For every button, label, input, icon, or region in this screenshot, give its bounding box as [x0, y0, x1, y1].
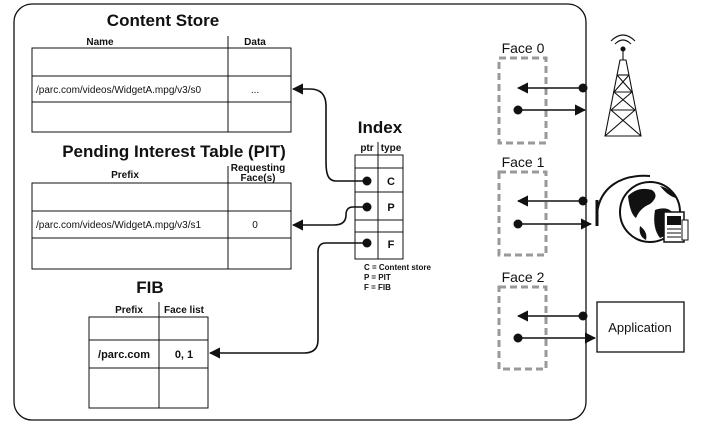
fib-table: FIB Prefix Face list /parc.com 0, 1 — [88, 278, 209, 409]
fib-col-faces: Face list — [164, 305, 205, 316]
pit-title: Pending Interest Table (PIT) — [62, 142, 286, 161]
content-store-col-name: Name — [86, 37, 114, 48]
face-0-label: Face 0 — [502, 40, 545, 56]
ptr-arrow-to-pit — [291, 206, 367, 231]
index-type-f: F — [388, 239, 395, 251]
ptr-arrow-to-fib — [208, 242, 367, 359]
index-legend-c: C = Content store — [364, 263, 431, 272]
content-store-title: Content Store — [107, 11, 219, 30]
index-legend-p: P = PIT — [364, 273, 391, 282]
application-label: Application — [608, 320, 672, 335]
pit-row-prefix: /parc.com/videos/WidgetA.mpg/v3/s1 — [36, 220, 202, 231]
pit-row-faces: 0 — [252, 220, 258, 231]
index-pointers — [208, 83, 372, 359]
application-box: Application — [596, 301, 685, 353]
face-2: Face 2 — [497, 269, 597, 371]
node-boundary — [13, 3, 587, 421]
ptr-arrow-to-content-store — [291, 83, 367, 182]
fib-title: FIB — [136, 278, 163, 297]
index-title: Index — [358, 118, 403, 137]
face-2-label: Face 2 — [502, 269, 545, 285]
fib-row-prefix: /parc.com — [98, 349, 150, 361]
content-store-row-data: ... — [251, 85, 259, 96]
globe-network-icon — [595, 174, 689, 243]
content-store-table: Content Store Name Data /parc.com/videos… — [31, 11, 292, 133]
fib-col-prefix: Prefix — [115, 305, 143, 316]
antenna-tower-icon — [604, 34, 642, 137]
content-store-col-data: Data — [244, 37, 266, 48]
pit-col-prefix: Prefix — [111, 170, 139, 181]
index-col-type: type — [381, 143, 402, 154]
index-col-ptr: ptr — [360, 143, 373, 154]
face-1-label: Face 1 — [502, 154, 545, 170]
pit-col-faces-line1: Requesting — [231, 163, 285, 174]
fib-row-faces: 0, 1 — [175, 349, 193, 361]
index-type-c: C — [387, 176, 395, 188]
face-0: Face 0 — [497, 40, 588, 145]
index-legend-f: F = FIB — [364, 283, 391, 292]
pit-col-faces-line2: Face(s) — [240, 173, 275, 184]
face-1: Face 1 — [497, 154, 593, 257]
pit-table: Pending Interest Table (PIT) Prefix Requ… — [31, 142, 292, 270]
index-type-p: P — [387, 202, 394, 214]
content-store-row-name: /parc.com/videos/WidgetA.mpg/v3/s0 — [36, 85, 202, 96]
